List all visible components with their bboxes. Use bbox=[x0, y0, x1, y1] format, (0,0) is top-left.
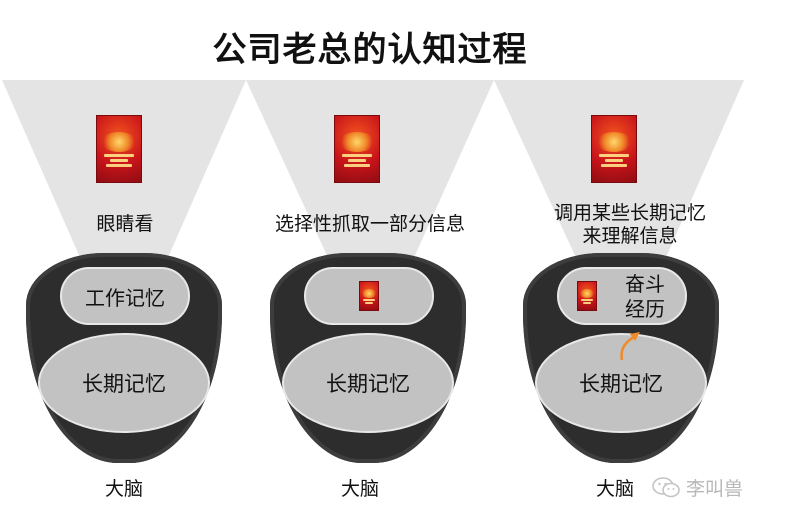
caption-recall-line1: 调用某些长期记忆 bbox=[553, 202, 706, 224]
brain-label: 大脑 bbox=[104, 478, 143, 500]
recall-arrow-head bbox=[630, 332, 640, 341]
struggle-note-line1: 奋斗 bbox=[625, 272, 665, 296]
watermark: 李叫兽 bbox=[652, 474, 743, 501]
long-term-memory-label: 长期记忆 bbox=[579, 372, 663, 396]
brain-3: 奋斗 经历 长期记忆 bbox=[523, 253, 719, 463]
caption-recall-line2: 来理解信息 bbox=[582, 225, 678, 247]
watermark-text: 李叫兽 bbox=[686, 478, 744, 500]
caption-eyes-see: 眼睛看 bbox=[96, 213, 154, 235]
page-title: 公司老总的认知过程 bbox=[212, 30, 528, 70]
long-term-memory-ellipse: 长期记忆 bbox=[282, 333, 454, 433]
book-cover-image bbox=[96, 115, 142, 183]
caption-selective-grab: 选择性抓取一部分信息 bbox=[274, 213, 465, 235]
long-term-memory-label: 长期记忆 bbox=[82, 372, 166, 396]
book-cover-image bbox=[334, 115, 380, 183]
book-cover-thumbnail bbox=[577, 281, 597, 311]
working-memory-box bbox=[557, 267, 687, 325]
book-cover-image bbox=[591, 115, 637, 183]
recall-arrow-path bbox=[620, 334, 637, 361]
working-memory-box: 工作记忆 bbox=[60, 267, 190, 325]
brain-label: 大脑 bbox=[595, 478, 634, 500]
long-term-memory-ellipse: 长期记忆 bbox=[38, 333, 210, 433]
wechat-icon bbox=[652, 476, 680, 497]
working-memory-label: 工作记忆 bbox=[85, 285, 165, 310]
long-term-memory-ellipse: 长期记忆 bbox=[535, 333, 707, 433]
struggle-experience-note: 奋斗 经历 bbox=[615, 272, 675, 322]
long-term-memory-label: 长期记忆 bbox=[326, 372, 410, 396]
book-cover-thumbnail bbox=[359, 281, 379, 311]
struggle-note-line2: 经历 bbox=[625, 297, 665, 321]
brain-label: 大脑 bbox=[340, 478, 379, 500]
working-memory-box bbox=[304, 267, 434, 325]
